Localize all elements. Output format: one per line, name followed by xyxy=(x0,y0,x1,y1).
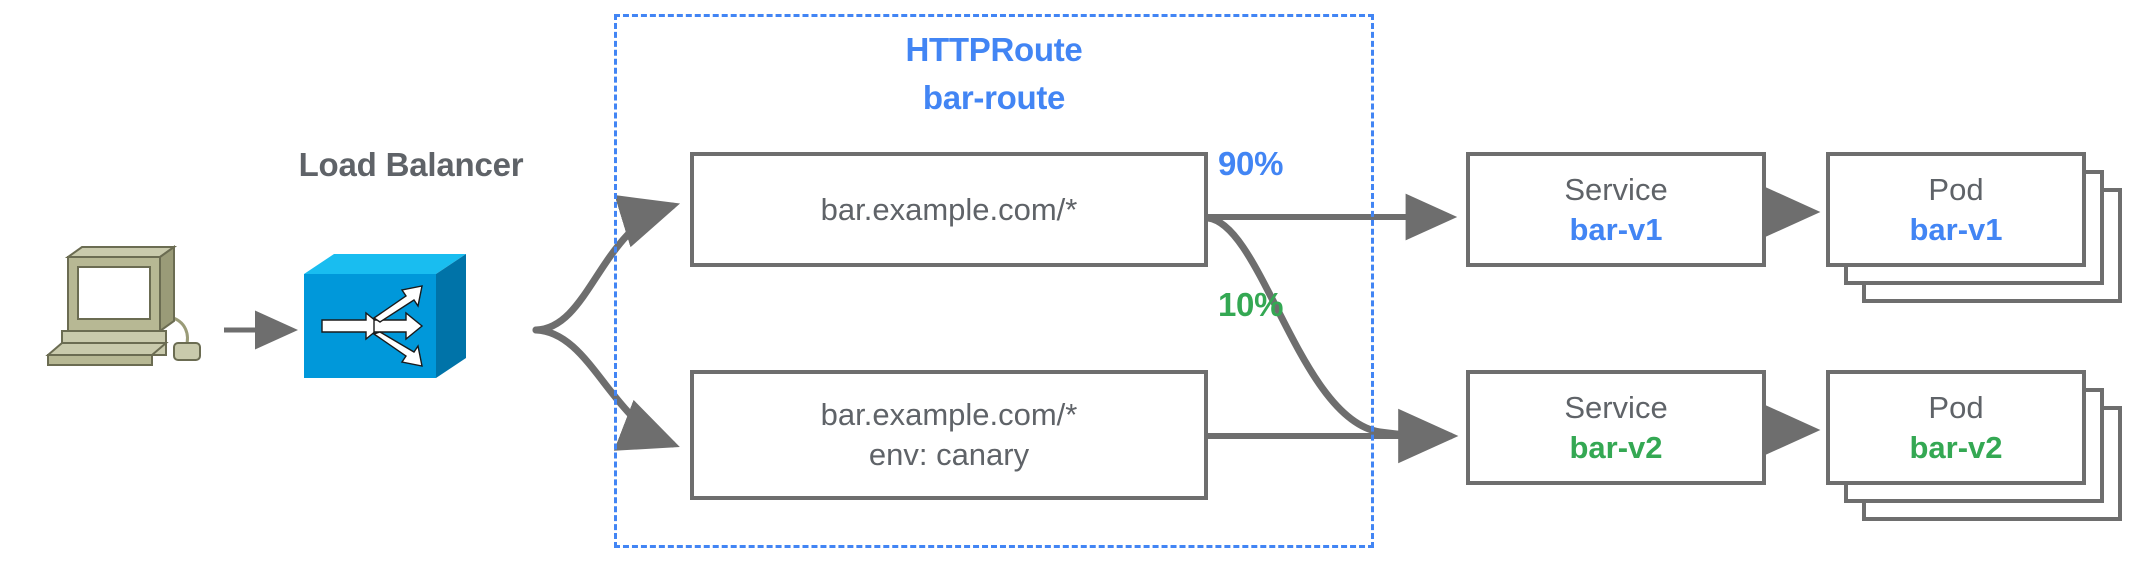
httproute-kind-label: HTTPRoute xyxy=(905,31,1083,68)
route-match-box-1[interactable]: bar.example.com/* xyxy=(690,152,1208,267)
load-balancer-switch-icon xyxy=(300,252,470,387)
route-match-2-line-2: env: canary xyxy=(868,437,1030,472)
httproute-group-title: HTTPRoute bar-route xyxy=(614,26,1374,122)
service-2-kind-label: Service xyxy=(1564,389,1668,425)
service-1-name-label: bar-v1 xyxy=(1569,211,1663,247)
httproute-group-boundary xyxy=(614,14,1374,548)
route-match-1-line-1: bar.example.com/* xyxy=(820,191,1078,227)
route-match-2-line-1: bar.example.com/* xyxy=(820,397,1078,432)
pod-1-name-label: bar-v1 xyxy=(1909,211,2003,247)
route-match-box-2[interactable]: bar.example.com/* env: canary xyxy=(690,370,1208,500)
pod-2-name-label: bar-v2 xyxy=(1909,429,2003,465)
service-2-name-label: bar-v2 xyxy=(1569,429,1663,465)
load-balancer-label: Load Balancer xyxy=(298,146,524,183)
service-1-kind-label: Service xyxy=(1564,171,1668,207)
service-box-bar-v1[interactable]: Service bar-v1 xyxy=(1466,152,1766,267)
pod-card-front-1[interactable]: Pod bar-v1 xyxy=(1826,152,2086,267)
weight-label-90: 90% xyxy=(1218,145,1284,182)
pod-card-front-2[interactable]: Pod bar-v2 xyxy=(1826,370,2086,485)
httproute-name-label: bar-route xyxy=(922,79,1066,116)
service-box-bar-v2[interactable]: Service bar-v2 xyxy=(1466,370,1766,485)
pod-stack-bar-v2[interactable]: Pod bar-v2 xyxy=(1826,370,2126,530)
client-computer-icon xyxy=(34,243,214,373)
pod-stack-bar-v1[interactable]: Pod bar-v1 xyxy=(1826,152,2126,312)
pod-1-kind-label: Pod xyxy=(1928,171,1984,207)
weight-label-10: 10% xyxy=(1218,286,1284,323)
pod-2-kind-label: Pod xyxy=(1928,389,1984,425)
